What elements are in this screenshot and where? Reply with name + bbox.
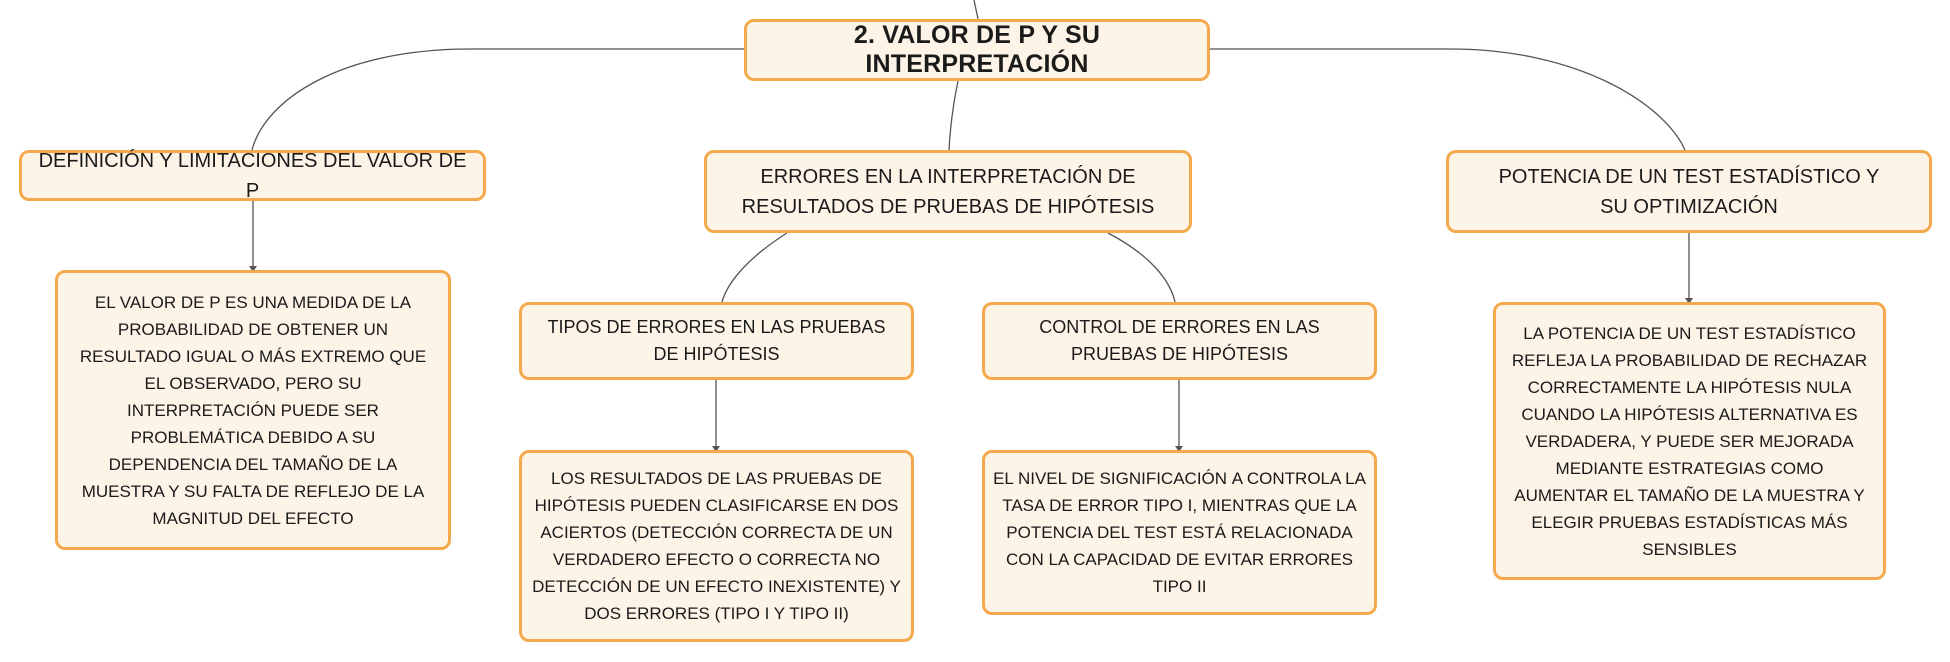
detail-tipos-errores[interactable]: LOS RESULTADOS DE LAS PRUEBAS DE HIPÓTES… <box>519 450 914 642</box>
detail-control-errores[interactable]: EL NIVEL DE SIGNIFICACIÓN Α CONTROLA LA … <box>982 450 1377 615</box>
subtopic-control-errores[interactable]: CONTROL DE ERRORES EN LAS PRUEBAS DE HIP… <box>982 302 1377 380</box>
topic-definicion-limitaciones[interactable]: DEFINICIÓN Y LIMITACIONES DEL VALOR DE P <box>19 150 486 202</box>
detail-potencia-test-text: LA POTENCIA DE UN TEST ESTADÍSTICO REFLE… <box>1511 323 1868 559</box>
connector-root-errores <box>948 80 959 151</box>
topic-definicion-limitaciones-label: DEFINICIÓN Y LIMITACIONES DEL VALOR DE P <box>38 149 467 202</box>
root-node[interactable]: 2. VALOR DE P Y SU INTERPRETACIÓN <box>744 19 1210 81</box>
topic-errores-interpretacion[interactable]: ERRORES EN LA INTERPRETACIÓN DE RESULTAD… <box>704 150 1192 233</box>
connector-root-definicion <box>251 48 744 151</box>
detail-definicion-limitaciones-text: EL VALOR DE P ES UNA MEDIDA DE LA PROBAB… <box>79 292 427 528</box>
subtopic-tipos-errores[interactable]: TIPOS DE ERRORES EN LAS PRUEBAS DE HIPÓT… <box>519 302 914 380</box>
topic-errores-interpretacion-label: ERRORES EN LA INTERPRETACIÓN DE RESULTAD… <box>741 165 1155 218</box>
detail-tipos-errores-text: LOS RESULTADOS DE LAS PRUEBAS DE HIPÓTES… <box>532 469 901 623</box>
subtopic-control-errores-label: CONTROL DE ERRORES EN LAS PRUEBAS DE HIP… <box>1039 317 1320 364</box>
subtopic-tipos-errores-label: TIPOS DE ERRORES EN LAS PRUEBAS DE HIPÓT… <box>547 317 886 364</box>
connector-errores-control <box>1107 232 1176 303</box>
connector-errores-tipos <box>721 232 788 303</box>
detail-potencia-test[interactable]: LA POTENCIA DE UN TEST ESTADÍSTICO REFLE… <box>1493 302 1886 580</box>
connector-parent-root <box>973 0 979 20</box>
root-node-label: 2. VALOR DE P Y SU INTERPRETACIÓN <box>853 21 1101 78</box>
detail-control-errores-text: EL NIVEL DE SIGNIFICACIÓN Α CONTROLA LA … <box>993 469 1366 596</box>
connector-root-potencia <box>1210 48 1686 151</box>
detail-definicion-limitaciones[interactable]: EL VALOR DE P ES UNA MEDIDA DE LA PROBAB… <box>55 270 451 550</box>
topic-potencia-test-label: POTENCIA DE UN TEST ESTADÍSTICO Y SU OPT… <box>1498 165 1880 218</box>
topic-potencia-test[interactable]: POTENCIA DE UN TEST ESTADÍSTICO Y SU OPT… <box>1446 150 1932 233</box>
